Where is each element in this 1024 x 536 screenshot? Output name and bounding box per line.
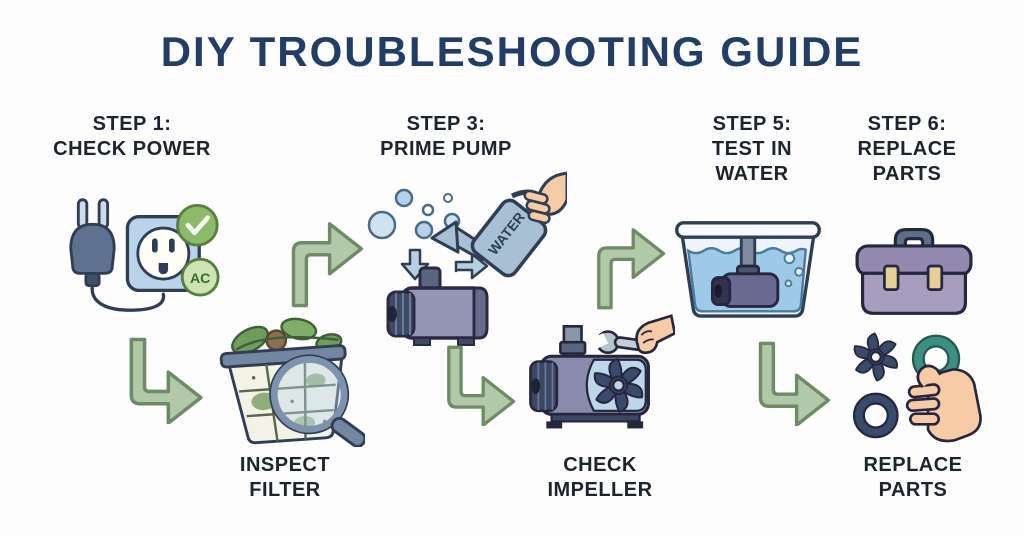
- watering-can-priming-pump-icon: WATER: [367, 171, 567, 346]
- check-badge: [176, 203, 219, 247]
- magnifier-handle: [330, 416, 365, 447]
- flow-arrow-1-down-right: [129, 337, 203, 424]
- hand-with-wrench: [592, 314, 675, 355]
- pump-foot: [457, 337, 475, 346]
- step1-number: STEP 1:: [92, 113, 172, 135]
- step3-label: PRIME PUMP: [380, 138, 512, 161]
- power-plug-outlet-icon: AC: [69, 198, 220, 312]
- basket-grid: [238, 361, 336, 442]
- ac-badge: [180, 257, 220, 297]
- pump-submerged-in-water-icon: [675, 221, 821, 318]
- step6-header: STEP 6: REPLACE PARTS: [846, 112, 968, 188]
- bubbles: [783, 252, 804, 288]
- flow-arrow-4-up-right: [597, 228, 666, 310]
- flow-arrow-2-up-right: [291, 222, 364, 308]
- toolbox-clasp: [926, 264, 944, 292]
- flow-arrow-3-down-right: [447, 345, 516, 426]
- air-bubbles: [367, 188, 461, 240]
- pump-base: [550, 413, 641, 423]
- spout-mouth: [430, 220, 460, 254]
- step5-header: STEP 5: TEST IN WATER: [692, 112, 812, 188]
- debris-blob: [306, 373, 326, 388]
- check-impeller-label: CHECK IMPELLER: [547, 454, 653, 502]
- filter-basket-magnifier-icon: [219, 317, 365, 447]
- outlet-slot: [169, 238, 175, 253]
- step6-number: STEP 6:: [867, 113, 947, 135]
- pump-end-cap: [472, 286, 489, 340]
- step5-number: STEP 5:: [712, 113, 792, 135]
- toolbox-lid: [855, 244, 973, 277]
- step1-header: STEP 1: CHECK POWER: [32, 112, 232, 162]
- pump-front-cap: [529, 360, 559, 413]
- ac-badge-label: AC: [190, 271, 210, 287]
- pump-impeller-wrench-icon: [529, 314, 675, 429]
- magnifier-lens: [270, 356, 348, 433]
- toolbox-icon: [855, 227, 973, 315]
- step6-label: REPLACE PARTS: [857, 138, 957, 186]
- page-title: DIY TROUBLESHOOTING GUIDE: [160, 28, 864, 75]
- flow-arrow-5-down-right: [758, 341, 831, 426]
- impeller-and-seals-in-hand-icon: [851, 332, 982, 443]
- hand: [905, 364, 982, 443]
- watering-can: WATER: [430, 171, 567, 278]
- magnifier-outer: [269, 354, 350, 435]
- step5-label: TEST IN WATER: [711, 138, 793, 186]
- outlet-face: [136, 226, 191, 281]
- container-rim: [675, 221, 821, 239]
- hand: [523, 171, 567, 225]
- outlet-slot: [152, 238, 158, 253]
- step1-label: CHECK POWER: [53, 138, 211, 161]
- spare-seal-ring: [852, 392, 899, 439]
- check-icon: [185, 215, 211, 236]
- step3-header: STEP 3: PRIME PUMP: [346, 112, 546, 162]
- pump-foot: [627, 421, 644, 429]
- replace-parts-label: REPLACE PARTS: [863, 454, 963, 502]
- plug-body: [69, 222, 116, 275]
- hand: [635, 314, 675, 355]
- tube-coupling: [559, 340, 587, 355]
- toolbox-body: [860, 271, 968, 315]
- wrench-jaw-gap: [592, 333, 609, 349]
- pump: [386, 266, 489, 346]
- plug-neck: [84, 271, 101, 288]
- step3-number: STEP 3:: [406, 113, 486, 135]
- finger-lines: [640, 330, 654, 344]
- pump-foot: [413, 337, 431, 346]
- inspect-filter-label: INSPECT FILTER: [239, 454, 331, 502]
- pump-foot: [546, 421, 563, 429]
- outlet-ground-hole: [158, 262, 169, 275]
- power-cord: [90, 283, 166, 312]
- toolbox-clasp: [883, 264, 900, 292]
